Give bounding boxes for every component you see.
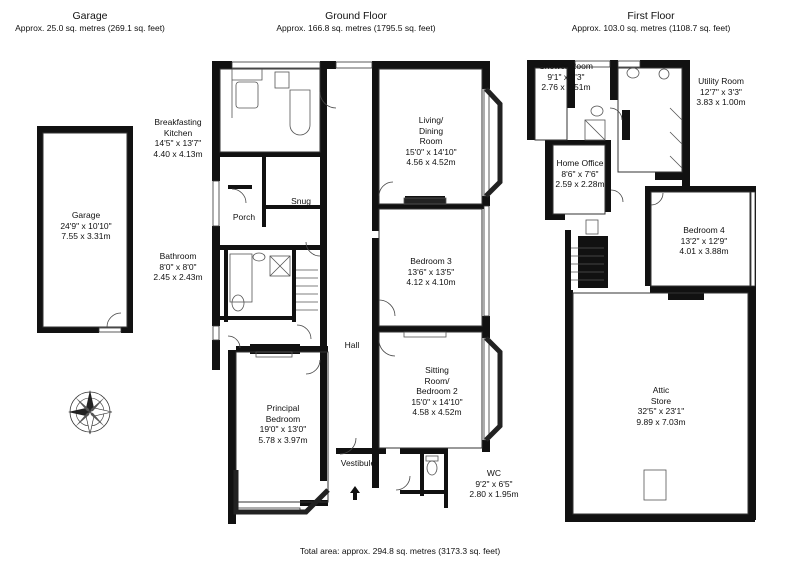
total-area: Total area: approx. 294.8 sq. metres (31…	[299, 546, 501, 556]
ground-floor-header-area: Approx. 166.8 sq. metres (1795.5 sq. fee…	[276, 23, 436, 33]
ground-floor-header: Ground Floor Approx. 166.8 sq. metres (1…	[256, 10, 456, 34]
first-floor-header-title: First Floor	[627, 10, 675, 22]
garage-header-title: Garage	[72, 10, 108, 22]
first-floor-header: First Floor Approx. 103.0 sq. metres (11…	[546, 10, 756, 34]
first-floor-walls	[527, 60, 756, 522]
garage-label: Garage 24'9" x 10'10" 7.55 x 3.31m	[60, 210, 112, 241]
kitchen-label: Breakfasting Kitchen 14'5" x 13'7" 4.40 …	[153, 117, 203, 159]
snug-label: Snug	[291, 196, 311, 206]
ground-floor-header-title: Ground Floor	[325, 10, 387, 22]
wc-label: WC 9'2" x 6'5" 2.80 x 1.95m	[469, 468, 519, 499]
utility-room-label: Utility Room 12'7" x 3'3" 3.83 x 1.00m	[696, 76, 746, 107]
bedroom-3-label: Bedroom 3 13'6" x 13'5" 4.12 x 4.10m	[406, 256, 456, 287]
garage-header-area: Approx. 25.0 sq. metres (269.1 sq. feet)	[15, 23, 165, 33]
entrance-arrow-icon	[350, 486, 360, 500]
shower-room-label: Shower Room 9'1" x 8'3" 2.76 x 2.51m	[539, 61, 593, 92]
compass-rose-icon	[68, 390, 113, 435]
attic-store-label: Attic Store 32'5" x 23'1" 9.89 x 7.03m	[636, 385, 686, 427]
bedroom-4-label: Bedroom 4 13'2" x 12'9" 4.01 x 3.88m	[679, 225, 729, 256]
ground-floor-walls	[212, 61, 490, 524]
fixtures	[229, 67, 683, 501]
sitting-room-label: Sitting Room/ Bedroom 2 15'0" x 14'10" 4…	[411, 365, 463, 417]
porch-label: Porch	[232, 212, 256, 222]
principal-bedroom-label: Principal Bedroom 19'0" x 13'0" 5.78 x 3…	[258, 403, 308, 445]
home-office-label: Home Office 8'6" x 7'6" 2.59 x 2.28m	[555, 158, 605, 189]
first-floor-header-area: Approx. 103.0 sq. metres (1108.7 sq. fee…	[571, 23, 731, 33]
vestibule-label: Vestibule	[340, 458, 376, 468]
bathroom-label: Bathroom 8'0" x 8'0" 2.45 x 2.43m	[153, 251, 203, 282]
garage-header: Garage Approx. 25.0 sq. metres (269.1 sq…	[0, 10, 180, 34]
hall-label: Hall	[344, 340, 360, 350]
garage-walls	[37, 126, 133, 333]
living-dining-label: Living/ Dining Room 15'0" x 14'10" 4.56 …	[405, 115, 457, 167]
